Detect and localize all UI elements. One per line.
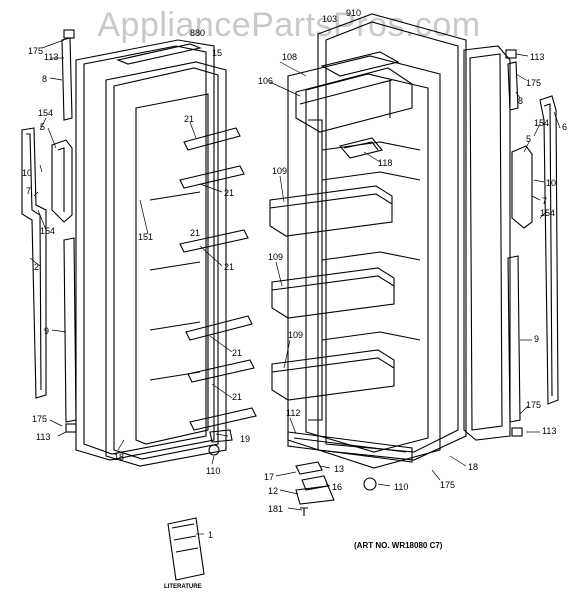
foot-110-right (363, 477, 377, 491)
freezer-shelf-6 (189, 407, 257, 431)
literature-label: LITERATURE (164, 584, 202, 590)
callout-13: 13 (334, 464, 344, 474)
left-handle (51, 139, 73, 223)
callout-110-right: 110 (394, 482, 408, 492)
callout-6: 6 (562, 122, 567, 132)
callout-880: 880 (190, 28, 205, 38)
watermark: AppliancePartsPros.com (97, 6, 481, 44)
callout-154-right-top: 154 (534, 118, 549, 128)
callout-113-right-top: 113 (530, 52, 544, 62)
callout-118: 118 (378, 158, 392, 168)
callout-21-e: 21 (232, 392, 242, 402)
left-door-gasket (21, 127, 47, 399)
freezer-shelf-3 (179, 229, 249, 253)
callout-108: 108 (282, 52, 297, 62)
callout-175-left-bottom: 175 (32, 414, 47, 424)
callout-181: 181 (268, 504, 283, 514)
door-bin-2 (271, 267, 395, 319)
hinge-19 (209, 429, 233, 443)
callout-7-right: 7 (542, 196, 547, 206)
freezer-door-outer (75, 39, 215, 461)
part-13 (295, 461, 323, 475)
callout-110-left: 110 (206, 466, 220, 476)
callout-175-right-top: 175 (526, 78, 541, 88)
callout-113-left-bottom: 113 (36, 432, 50, 442)
freezer-shelf-5 (187, 359, 255, 383)
literature-booklet (167, 517, 205, 581)
callout-5-left: 5 (40, 122, 45, 132)
callout-5-right: 5 (526, 134, 531, 144)
door-bin-1 (269, 185, 393, 237)
callout-175-center: 175 (440, 480, 455, 490)
callout-1: 1 (208, 530, 213, 540)
leader-lines (29, 39, 561, 535)
callout-17: 17 (264, 472, 274, 482)
callout-154-right-bottom: 154 (540, 208, 555, 218)
part-12 (295, 485, 335, 505)
callout-109-c: 109 (288, 330, 303, 340)
callout-113-left-top: 113 (44, 52, 58, 62)
right-trim-lower (507, 255, 521, 423)
freezer-shelf-2 (179, 165, 245, 189)
screw-181 (300, 507, 308, 516)
door-bin-3 (271, 349, 395, 401)
callout-21-d: 21 (232, 348, 242, 358)
callout-154-left-bottom: 154 (40, 226, 55, 236)
callout-7-left: 7 (26, 186, 31, 196)
callout-21-f: 21 (190, 228, 200, 238)
callout-9-left: 9 (44, 326, 49, 336)
callout-109-a: 109 (272, 166, 287, 176)
callout-16: 16 (332, 482, 342, 492)
callout-112: 112 (286, 408, 300, 418)
callout-19: 19 (240, 434, 250, 444)
grille (287, 431, 413, 463)
light-shield (295, 67, 413, 133)
callout-21-a: 21 (184, 114, 194, 124)
callout-12: 12 (268, 486, 278, 496)
right-door-gasket (539, 95, 559, 405)
callout-8-right: 8 (518, 96, 523, 106)
callout-10-right: 10 (546, 178, 556, 188)
callout-21-b: 21 (224, 188, 234, 198)
right-trim-upper (507, 61, 519, 111)
right-handle (511, 145, 533, 229)
callout-18-right: 18 (468, 462, 478, 472)
callout-175-left-top: 175 (28, 46, 43, 56)
right-hinge-cap-bottom (511, 427, 523, 437)
callout-151: 151 (138, 232, 153, 242)
callout-109-b: 109 (268, 252, 283, 262)
callout-154-left-top: 154 (38, 108, 53, 118)
left-trim-lower (63, 237, 77, 423)
dairy-compartment (339, 137, 383, 159)
callout-15: 15 (212, 48, 222, 58)
callout-910: 910 (346, 8, 361, 18)
callout-103: 103 (322, 14, 337, 24)
callout-113-right-bottom: 113 (542, 426, 556, 436)
callout-9-right: 9 (534, 334, 539, 344)
freezer-door-liner (105, 61, 227, 467)
art-number: (ART NO. WR18080 C7) (354, 541, 443, 550)
callout-2: 2 (34, 262, 39, 272)
callout-175-right-bottom: 175 (526, 400, 541, 410)
left-hinge-cap-bottom (65, 423, 77, 433)
left-trim-upper (61, 37, 73, 121)
fresh-food-door-panel (463, 45, 511, 441)
callout-106: 106 (258, 76, 273, 86)
left-hinge-cap-top (63, 29, 75, 39)
callout-21-c: 21 (224, 262, 234, 272)
callout-8-left: 8 (42, 74, 47, 84)
callout-10-left: 10 (22, 168, 32, 178)
fresh-food-liner (287, 55, 441, 469)
freezer-shelf-1 (183, 127, 241, 151)
control-housing (320, 51, 400, 77)
foot-110-left (208, 444, 220, 456)
callout-18-left: 18 (114, 452, 124, 462)
freezer-shelf-4 (185, 315, 253, 341)
